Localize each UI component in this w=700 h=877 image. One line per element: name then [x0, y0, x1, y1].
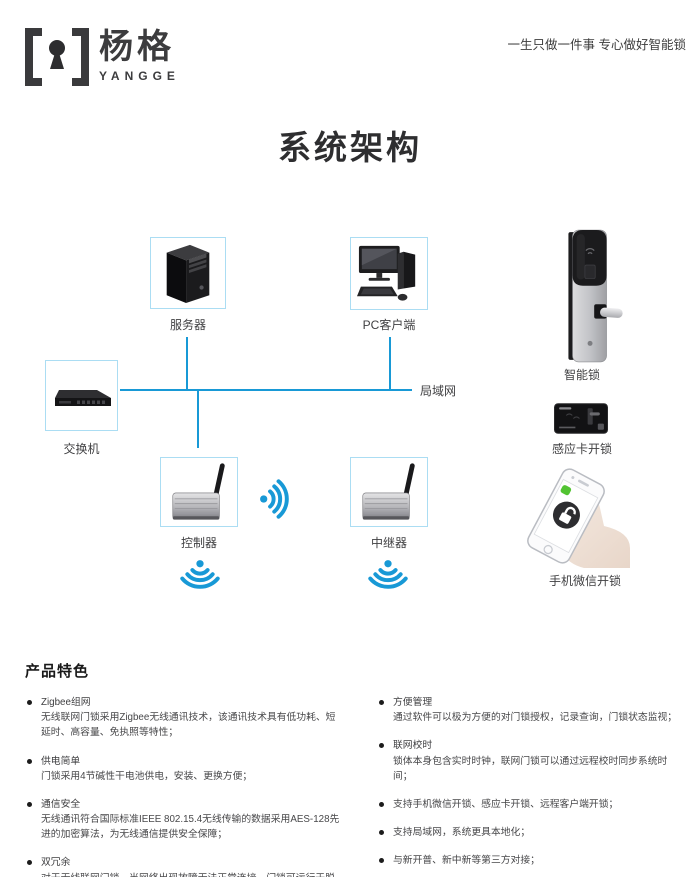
repeater-device-icon	[362, 463, 415, 520]
key-card-icon	[554, 403, 608, 434]
feature-item: 支持局域网，系统更具本地化；	[377, 825, 685, 840]
feature-title: 通信安全	[41, 798, 81, 810]
feature-item: 供电简单 门锁采用4节碱性干电池供电，安装、更换方便；	[25, 754, 343, 784]
pc-client-node	[350, 237, 428, 310]
feature-body: 对于无线联网门锁，当网络出现故障无法正常连接，门锁可运行于脱机模式，新增授权名单…	[41, 871, 343, 877]
server-label: 服务器	[169, 318, 206, 332]
repeater-label: 中继器	[370, 536, 407, 550]
bullet-icon	[27, 801, 32, 807]
sensor-card-image	[554, 403, 608, 434]
switch-label: 交换机	[63, 442, 100, 456]
bracket-left-icon	[25, 28, 42, 86]
switch-node	[45, 360, 118, 431]
feature-title: 双冗余	[41, 857, 71, 869]
wifi-signal-right-icon	[260, 479, 289, 519]
pc-client-label: PC客户端	[362, 318, 416, 332]
feature-body: 锁体本身包含实时时钟，联网门锁可以通过远程校时同步系统时间；	[393, 755, 668, 782]
server-node	[150, 237, 226, 309]
page-title: 系统架构	[278, 129, 422, 166]
controller-device-icon	[172, 463, 225, 520]
smart-lock-icon	[568, 229, 623, 363]
bracket-right-icon	[72, 28, 89, 86]
bullet-icon	[379, 858, 384, 864]
bullet-icon	[27, 700, 32, 705]
bullet-icon	[379, 743, 384, 749]
server-tower-icon	[166, 244, 210, 304]
feature-item: 双冗余 对于无线联网门锁，当网络出现故障无法正常连接，门锁可运行于脱机模式，新增…	[25, 855, 343, 877]
feature-body: 通过软件可以极为方便的对门锁授权，记录查询，门锁状态监视；	[393, 712, 678, 724]
feature-body: 支持手机微信开锁、感应卡开锁、远程客户端开锁；	[393, 798, 619, 810]
smart-lock-image	[550, 228, 626, 364]
feature-body: 无线通讯符合国际标准IEEE 802.15.4无线传输的数据采用AES-128先…	[41, 814, 340, 841]
feature-title: 供电简单	[41, 755, 81, 767]
repeater-node	[350, 457, 428, 527]
feature-item: 通信安全 无线通讯符合国际标准IEEE 802.15.4无线传输的数据采用AES…	[25, 797, 343, 843]
feature-body: 支持局域网，系统更具本地化；	[393, 827, 531, 839]
wifi-signal-down-icon	[180, 560, 220, 589]
lan-label: 局域网	[420, 384, 457, 398]
feature-item: 支持手机微信开锁、感应卡开锁、远程客户端开锁；	[377, 797, 685, 812]
server-link-line	[186, 337, 188, 390]
feature-item: 联网校时 锁体本身包含实时时钟，联网门锁可以通过远程校时同步系统时间；	[377, 738, 685, 784]
wifi-signal-down-icon	[368, 560, 408, 589]
feature-item: 与新开普、新中新等第三方对接；	[377, 853, 685, 868]
brand-name-cn: 杨格	[99, 28, 175, 66]
phone-wechat-label: 手机微信开锁	[548, 574, 621, 588]
phone-wechat-image	[510, 466, 630, 568]
controller-node	[160, 457, 238, 527]
desktop-pc-icon	[357, 245, 416, 301]
brand-logo: 杨格 YANGGE	[25, 28, 180, 86]
sensor-card-label: 感应卡开锁	[551, 442, 612, 456]
network-switch-icon	[54, 389, 111, 406]
feature-item: Zigbee组网 无线联网门锁采用Zigbee无线通讯技术，该通讯技术具有低功耗…	[25, 695, 343, 741]
feature-item: 方便管理 通过软件可以极为方便的对门锁授权，记录查询，门锁状态监视；	[377, 695, 685, 725]
feature-title: 联网校时	[393, 740, 433, 752]
pc-link-line	[389, 337, 391, 390]
features-column-right: 方便管理 通过软件可以极为方便的对门锁授权，记录查询，门锁状态监视； 联网校时 …	[377, 695, 685, 877]
smart-lock-label: 智能锁	[563, 368, 600, 382]
feature-title: 方便管理	[393, 697, 433, 708]
keyhole-logo-icon	[25, 28, 89, 86]
feature-body: 无线联网门锁采用Zigbee无线通讯技术，该通讯技术具有低功耗、短延时、高容量、…	[41, 712, 336, 739]
bullet-icon	[379, 801, 384, 807]
hand-holding-phone-icon	[527, 468, 630, 568]
bullet-icon	[379, 830, 384, 836]
header-slogan: 一生只做一件事 专心做好智能锁	[507, 38, 686, 52]
bullet-icon	[27, 758, 32, 764]
brand-text: 杨格 YANGGE	[99, 28, 180, 83]
feature-body: 门锁采用4节碱性干电池供电，安装、更换方便；	[41, 770, 253, 782]
feature-body: 与新开普、新中新等第三方对接；	[393, 855, 540, 867]
brand-name-en: YANGGE	[99, 69, 180, 83]
feature-title: Zigbee组网	[41, 697, 91, 708]
features-column-left: Zigbee组网 无线联网门锁采用Zigbee无线通讯技术，该通讯技术具有低功耗…	[25, 695, 343, 877]
bullet-icon	[379, 700, 384, 705]
controller-link-line	[197, 390, 199, 448]
features-section: 产品特色 Zigbee组网 无线联网门锁采用Zigbee无线通讯技术，该通讯技术…	[25, 660, 685, 877]
features-heading: 产品特色	[25, 663, 90, 680]
controller-label: 控制器	[180, 536, 217, 550]
lan-horizontal-line	[120, 389, 412, 391]
keyhole-circle-icon	[49, 40, 65, 56]
bullet-icon	[27, 860, 32, 866]
